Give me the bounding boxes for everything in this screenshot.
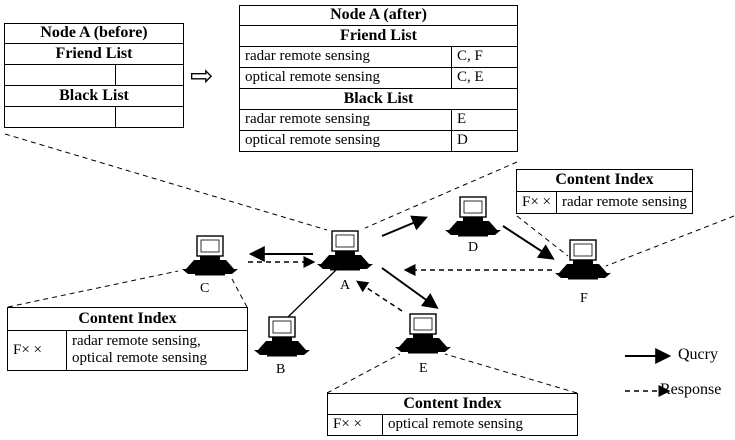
node-label-a: A bbox=[340, 278, 351, 293]
leader-index-c-right bbox=[231, 278, 248, 308]
index-c-value-line-2: optical remote sensing bbox=[72, 350, 207, 367]
index-c-value-line-1: radar remote sensing, bbox=[72, 333, 201, 349]
node-e-computer bbox=[394, 313, 452, 355]
node-f-computer bbox=[554, 239, 612, 281]
black-topic: radar remote sensing bbox=[239, 109, 452, 131]
friend-topic: optical remote sensing bbox=[239, 67, 452, 89]
black-nodes: E bbox=[451, 109, 518, 131]
table-row: radar remote sensing E bbox=[239, 109, 518, 131]
before-friend-cell-1 bbox=[4, 64, 116, 86]
leader-index-f-left bbox=[516, 215, 569, 257]
index-e-key: F× × bbox=[327, 414, 383, 436]
index-f-title: Content Index bbox=[516, 169, 693, 192]
leader-index-e-left bbox=[326, 353, 401, 394]
before-black-cell-1 bbox=[4, 106, 116, 128]
transition-arrow-icon: ⇨ bbox=[190, 59, 214, 92]
table-row: optical remote sensing C, E bbox=[239, 67, 518, 89]
before-black-cell-2 bbox=[115, 106, 184, 128]
black-nodes: D bbox=[451, 130, 518, 152]
node-d-computer bbox=[444, 196, 502, 238]
before-black-list-heading: Black List bbox=[4, 85, 184, 107]
index-f-value: radar remote sensing bbox=[556, 191, 693, 214]
legend-query-label: Qucry bbox=[678, 346, 718, 363]
after-title: Node A (after) bbox=[239, 5, 518, 26]
before-friend-list-heading: Friend List bbox=[4, 43, 184, 65]
node-a-after-table: Node A (after) Friend List radar remote … bbox=[239, 5, 518, 152]
content-index-e: Content Index F× × optical remote sensin… bbox=[327, 393, 578, 436]
leader-after-to-a bbox=[364, 161, 518, 229]
content-index-c: Content Index F× × radar remote sensing,… bbox=[7, 307, 248, 371]
black-topic: optical remote sensing bbox=[239, 130, 452, 152]
table-row: radar remote sensing C, F bbox=[239, 46, 518, 68]
query-a-to-e bbox=[381, 267, 439, 309]
node-label-c: C bbox=[200, 281, 210, 296]
friend-topic: radar remote sensing bbox=[239, 46, 452, 68]
link-a-b bbox=[287, 269, 337, 318]
after-friend-list-heading: Friend List bbox=[239, 25, 518, 47]
leader-index-c-left bbox=[7, 270, 179, 308]
friend-nodes: C, F bbox=[451, 46, 518, 68]
index-c-key: F× × bbox=[7, 330, 67, 371]
index-e-value: optical remote sensing bbox=[382, 414, 578, 436]
response-arrows bbox=[248, 256, 552, 312]
index-f-key: F× × bbox=[515, 191, 558, 214]
leader-before-to-a bbox=[4, 133, 328, 231]
friend-nodes: C, E bbox=[451, 67, 518, 89]
response-e-to-a bbox=[355, 280, 403, 312]
leader-index-e-right bbox=[444, 353, 578, 394]
query-d-to-f bbox=[502, 225, 555, 260]
table-row: optical remote sensing D bbox=[239, 130, 518, 152]
node-a-before-table: Node A (before) Friend List Black List bbox=[4, 23, 184, 128]
node-label-e: E bbox=[419, 361, 428, 376]
content-index-f: Content Index F× × radar remote sensing bbox=[515, 169, 693, 214]
before-title: Node A (before) bbox=[4, 23, 184, 44]
index-c-title: Content Index bbox=[7, 307, 248, 331]
index-c-value: radar remote sensing, optical remote sen… bbox=[66, 330, 248, 371]
node-label-d: D bbox=[468, 240, 479, 255]
query-arrows bbox=[248, 215, 555, 309]
index-e-title: Content Index bbox=[327, 393, 578, 415]
node-c-computer bbox=[181, 235, 239, 277]
before-friend-cell-2 bbox=[115, 64, 184, 86]
node-label-f: F bbox=[580, 291, 588, 306]
legend-response-label: Response bbox=[660, 381, 722, 398]
node-label-b: B bbox=[276, 362, 286, 377]
query-a-to-d bbox=[381, 215, 428, 237]
leader-index-f-right bbox=[605, 215, 735, 267]
node-a-computer bbox=[316, 230, 374, 272]
after-black-list-heading: Black List bbox=[239, 88, 518, 110]
node-b-computer bbox=[253, 316, 311, 358]
leader-lines bbox=[4, 133, 735, 394]
